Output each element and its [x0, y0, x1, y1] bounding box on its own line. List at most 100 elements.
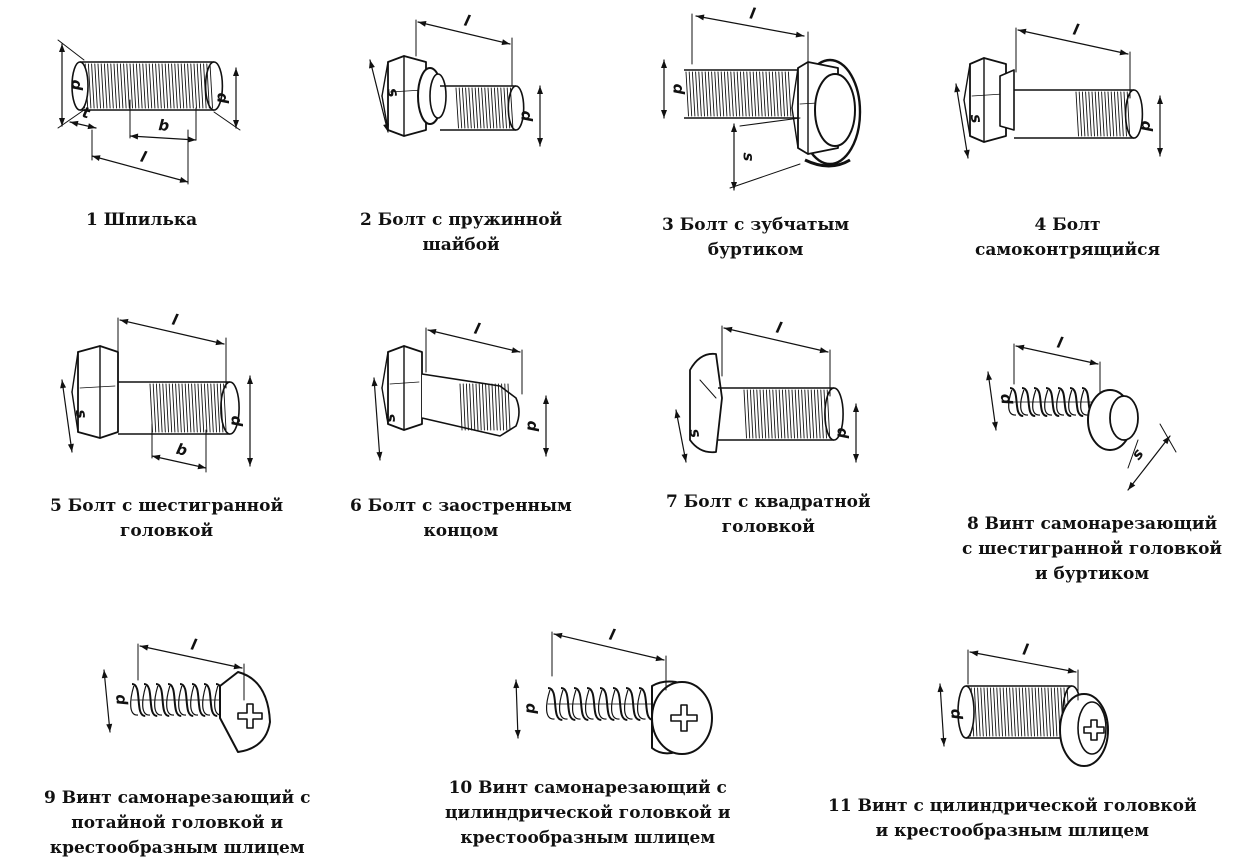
shank-outline — [80, 61, 214, 111]
extension-line — [57, 39, 85, 61]
thread-line — [481, 383, 485, 431]
dimension-label-d: d — [1138, 121, 1156, 132]
arrowhead — [120, 318, 129, 325]
coil-turn — [1020, 389, 1029, 416]
caption-line: самоконтрящийся — [975, 240, 1161, 260]
thread-line — [503, 87, 507, 129]
thread-line — [180, 63, 185, 109]
thread-line — [768, 71, 773, 117]
coil-turn — [637, 689, 646, 720]
coil-turn — [1008, 389, 1017, 416]
thread-line — [801, 389, 805, 439]
caption-line: 5 Болт с шестигранной — [50, 496, 284, 516]
arrowhead — [106, 723, 113, 732]
dimension-line — [139, 645, 243, 669]
thread-line — [465, 87, 469, 129]
dimension-line — [61, 379, 73, 453]
arrowhead — [59, 118, 65, 126]
thread-line — [148, 63, 153, 109]
shank-outline — [966, 685, 1072, 739]
thread-line — [107, 63, 111, 109]
hex-edge — [791, 107, 799, 149]
caption-item-10: 10 Винт самонарезающий с цилиндрической … — [445, 776, 730, 851]
hex-edge — [963, 63, 971, 101]
hex-edge — [389, 381, 420, 385]
thread-line — [459, 383, 463, 431]
thread-line — [478, 383, 482, 431]
hex-edge — [963, 99, 971, 137]
drawing-item-6-bolt-pointed-end: lsd — [371, 319, 549, 461]
cross-slot — [670, 704, 698, 732]
arrowhead — [543, 396, 549, 404]
thread-line — [164, 63, 169, 109]
caption-line: концом — [423, 521, 499, 541]
thread-line — [986, 687, 991, 737]
thread-line — [733, 71, 737, 117]
dimension-line — [553, 633, 665, 661]
thread-line — [727, 71, 731, 117]
thread-line — [187, 383, 192, 433]
thread-line — [471, 87, 475, 129]
thread-line — [472, 383, 476, 431]
thread-line — [701, 71, 705, 117]
dimension-line — [369, 59, 389, 133]
thread-line — [717, 71, 721, 117]
thread-line — [775, 389, 779, 439]
thread-line — [743, 71, 747, 117]
thread-line — [223, 383, 227, 433]
thread-line — [162, 383, 166, 433]
thread-line — [155, 383, 160, 433]
arrowhead — [696, 14, 705, 21]
thread-line — [203, 383, 208, 433]
dimension-label-s: s — [382, 413, 401, 423]
thread-line — [100, 63, 105, 109]
thread-line — [461, 87, 466, 129]
thread-line — [1050, 687, 1055, 737]
thread-line — [788, 389, 792, 439]
arrowhead — [197, 463, 206, 470]
thread-line — [797, 389, 802, 439]
thread-line — [1028, 687, 1032, 737]
thread-line — [135, 63, 140, 109]
thread-line — [771, 71, 776, 117]
thread-line — [1120, 91, 1124, 137]
shank-end — [957, 685, 975, 739]
thread-line — [1081, 91, 1086, 137]
arrowhead — [853, 454, 859, 462]
arrowhead — [130, 133, 139, 140]
dimension-label-d: d — [834, 428, 852, 439]
arrowhead — [179, 177, 188, 183]
thread-line — [139, 63, 143, 109]
thread-line — [206, 63, 210, 109]
thread-line — [1085, 91, 1089, 137]
thread-line — [1075, 91, 1079, 137]
dimension-label-s: s — [686, 427, 705, 439]
hex-edge — [79, 385, 116, 389]
caption-line: 10 Винт самонарезающий с — [448, 778, 727, 798]
thread-line — [823, 389, 827, 439]
dimension-line — [151, 455, 207, 469]
thread-line — [509, 87, 514, 129]
thread-line — [1021, 687, 1026, 737]
thread-line — [97, 63, 101, 109]
arrowhead — [537, 138, 543, 146]
arrowhead — [537, 86, 543, 94]
thread-line — [1113, 91, 1118, 137]
thread-line — [1123, 91, 1127, 137]
shank-outline — [440, 85, 516, 131]
arrowhead — [70, 120, 79, 127]
arrowhead — [554, 632, 563, 639]
shank-end — [71, 61, 89, 111]
thread-line — [129, 63, 133, 109]
thread-line — [817, 389, 821, 439]
thread-line — [191, 383, 195, 433]
thread-line — [759, 389, 763, 439]
thread-line — [1078, 91, 1083, 137]
thread-line — [695, 71, 699, 117]
dimension-line — [939, 683, 945, 747]
dimension-line — [955, 83, 969, 159]
thread-line — [775, 71, 779, 117]
thread-line — [743, 389, 747, 439]
